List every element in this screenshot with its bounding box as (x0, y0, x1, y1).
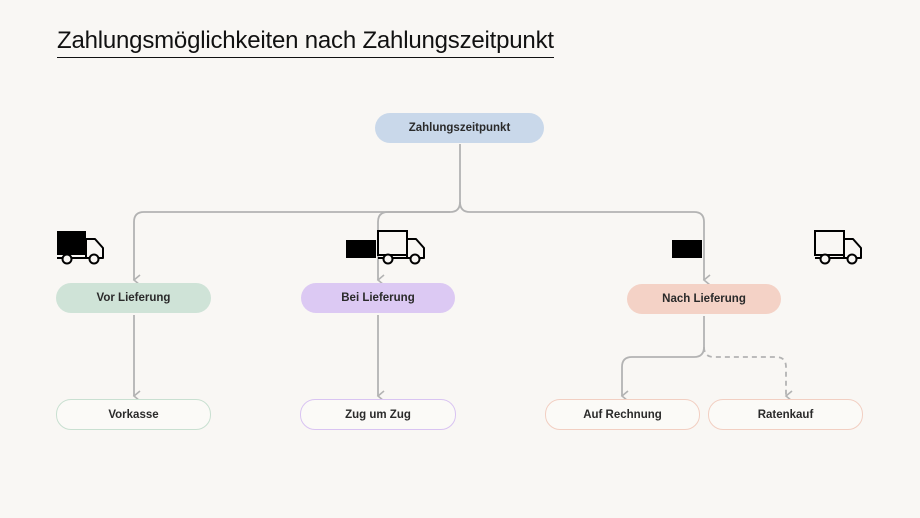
black-block (346, 240, 376, 258)
node-vor-lieferung: Vor Lieferung (56, 283, 211, 313)
truck-icon (814, 230, 862, 265)
edge-root-vor (132, 211, 450, 286)
node-label: Auf Rechnung (583, 408, 662, 421)
node-label: Nach Lieferung (662, 293, 746, 305)
node-label: Vor Lieferung (96, 292, 171, 304)
node-label: Bei Lieferung (341, 292, 415, 304)
page-title: Zahlungsmöglichkeiten nach Zahlungszeitp… (57, 26, 554, 58)
node-ratenkauf: Ratenkauf (708, 399, 863, 430)
node-label: Zahlungszeitpunkt (408, 122, 511, 134)
edge-nach-rechnung (620, 316, 705, 402)
node-label: Vorkasse (108, 408, 159, 421)
truck-icon (377, 230, 425, 265)
black-block (672, 240, 702, 258)
edge-root-nach (470, 211, 711, 286)
edge-root-bei (376, 211, 450, 286)
node-nach-lieferung: Nach Lieferung (627, 284, 781, 314)
edge-nach-ratenkauf (703, 346, 793, 402)
node-zahlungszeitpunkt: Zahlungszeitpunkt (375, 113, 544, 143)
node-label: Ratenkauf (757, 408, 814, 421)
node-bei-lieferung: Bei Lieferung (301, 283, 455, 313)
node-auf-rechnung: Auf Rechnung (545, 399, 700, 430)
node-vorkasse: Vorkasse (56, 399, 211, 430)
node-label: Zug um Zug (345, 408, 411, 421)
node-zug-um-zug: Zug um Zug (300, 399, 456, 430)
truck-icon (57, 231, 104, 265)
